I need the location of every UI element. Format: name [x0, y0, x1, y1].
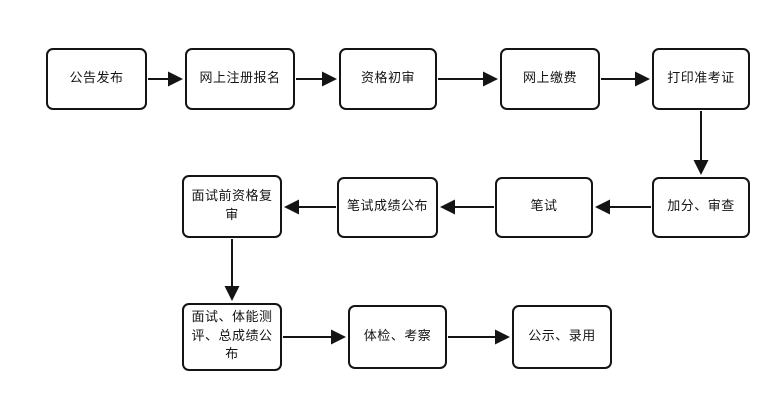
flow-node-label: 笔试 — [530, 199, 558, 215]
flow-node-bonus-points-review: 加分、审查 — [652, 177, 750, 238]
flow-node-written-exam: 笔试 — [495, 177, 593, 238]
flow-node-label: 加分、审查 — [667, 199, 735, 215]
flow-node-label: 公告发布 — [69, 70, 124, 86]
flow-node-label: 资格初审 — [360, 70, 415, 86]
flow-node-label: 公示、录用 — [528, 328, 596, 344]
flow-node-online-registration: 网上注册报名 — [185, 48, 295, 110]
flow-node-label: 网上注册报名 — [199, 70, 281, 86]
flow-node-online-payment: 网上缴费 — [500, 48, 600, 110]
flow-node-label: 面试、体能测评、总成绩公布 — [191, 309, 273, 363]
flow-node-label: 面试前资格复审 — [191, 188, 273, 223]
flow-node-announcement-release: 公告发布 — [46, 48, 147, 110]
flow-node-label: 打印准考证 — [667, 70, 735, 86]
flow-node-medical-exam-inspection: 体检、考察 — [348, 305, 447, 369]
flow-node-pre-interview-qualification-recheck: 面试前资格复审 — [182, 175, 282, 238]
flow-node-interview-fitness-total-score-announcement: 面试、体能测评、总成绩公布 — [182, 303, 282, 371]
flow-node-label: 网上缴费 — [522, 70, 577, 86]
flow-node-label: 体检、考察 — [363, 328, 432, 344]
flow-node-publicity-employment: 公示、录用 — [512, 305, 612, 369]
flow-node-print-admission-ticket: 打印准考证 — [652, 48, 750, 110]
flow-node-preliminary-qualification-review: 资格初审 — [339, 48, 437, 110]
flow-node-written-exam-results-announcement: 笔试成绩公布 — [337, 177, 438, 238]
flow-node-label: 笔试成绩公布 — [346, 199, 428, 215]
